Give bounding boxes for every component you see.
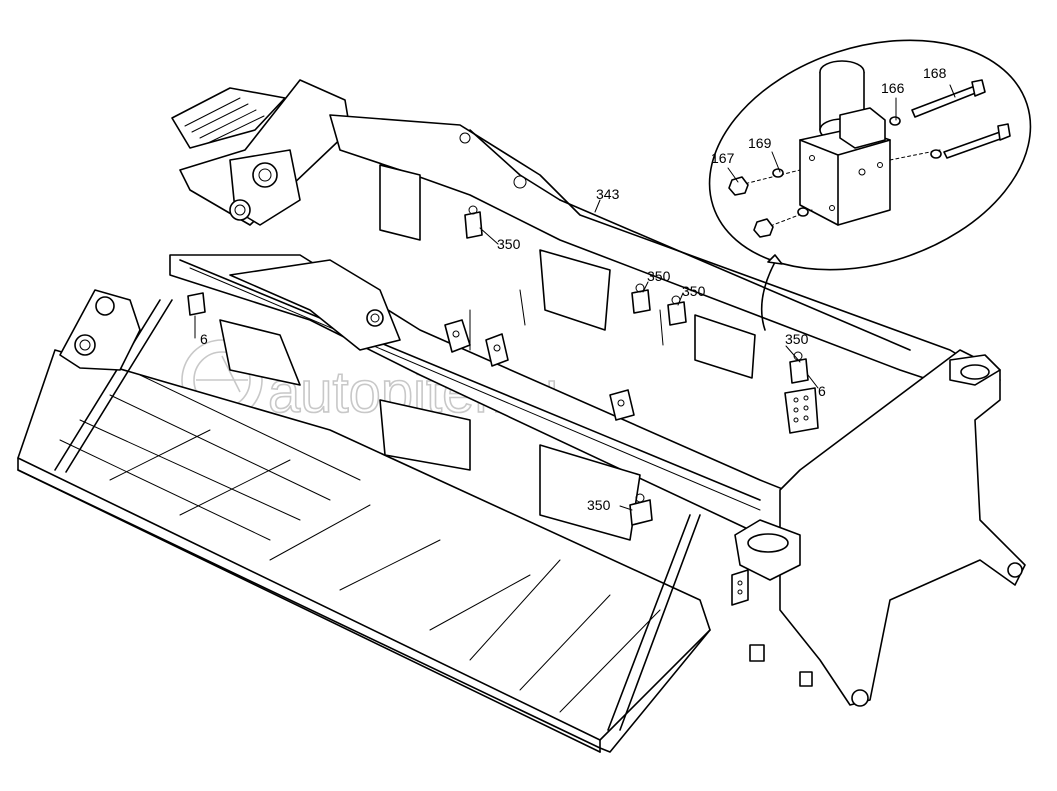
washers-nuts — [728, 116, 942, 238]
callout-343: 343 — [596, 186, 620, 202]
valve-block-350-e — [629, 493, 653, 526]
callout-169: 169 — [748, 135, 772, 151]
valve-block-350-c — [667, 295, 687, 326]
frame-side-member-front — [169, 254, 861, 561]
frame-upper-rear — [171, 79, 1001, 401]
callout-168: 168 — [923, 65, 947, 81]
callout-350-b: 350 — [647, 268, 671, 284]
detail-view — [708, 39, 1032, 331]
callout-350-c: 350 — [682, 283, 706, 299]
valve-block-350-b — [631, 283, 651, 314]
control-panel — [784, 387, 819, 434]
callout-167: 167 — [711, 150, 735, 166]
callout-leaders — [194, 199, 819, 511]
callout-350-d: 350 — [785, 331, 809, 347]
callout-6-left: 6 — [200, 331, 208, 347]
frame-left-end — [59, 289, 141, 371]
mounting-lugs — [444, 319, 635, 421]
valve-assembly — [739, 60, 941, 229]
leader-lines — [727, 84, 956, 183]
valve-block-350-d — [789, 351, 809, 384]
valve-block-6-left — [187, 292, 206, 316]
callout-6-right: 6 — [818, 383, 826, 399]
frame-right-end — [731, 349, 1026, 707]
frame-lower-deck — [17, 299, 711, 753]
bolts — [911, 79, 1011, 159]
valve-block-350-a — [464, 205, 483, 239]
callout-350-a: 350 — [497, 236, 521, 252]
callout-labels: 343 350 350 350 350 350 6 6 166 167 168 … — [200, 65, 947, 513]
callout-350-e: 350 — [587, 497, 611, 513]
callout-166: 166 — [881, 80, 905, 96]
